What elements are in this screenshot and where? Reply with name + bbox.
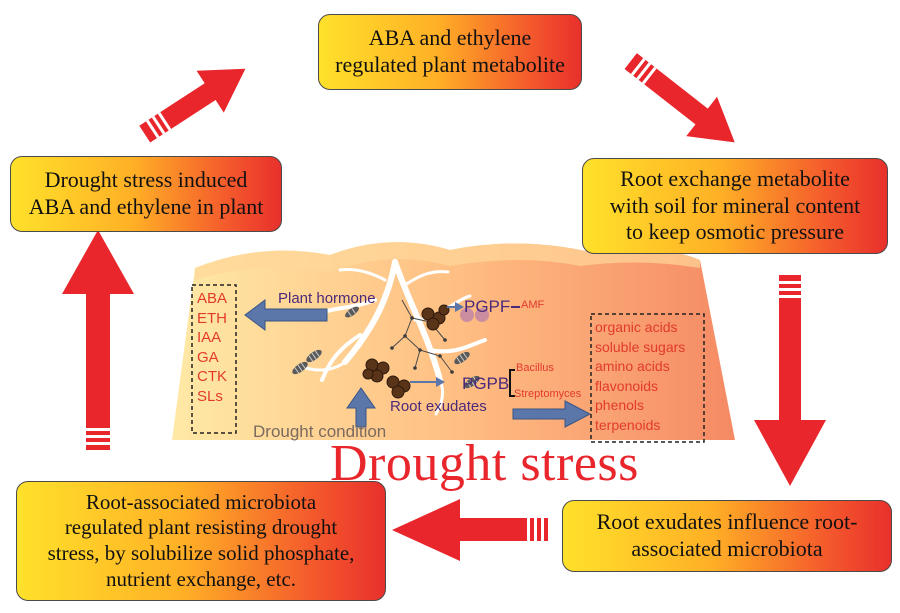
hormone-item: SLs xyxy=(197,387,223,405)
box-bottom-left-line-2: regulated plant resisting drought xyxy=(64,515,338,540)
blue-arrow-exudates xyxy=(512,400,592,428)
box-right-line-3: to keep osmotic pressure xyxy=(625,219,845,245)
box-right-line-1: Root exchange metabolite xyxy=(620,165,850,191)
soil-block xyxy=(172,242,735,440)
exudate-item: terpenoids xyxy=(595,416,661,433)
hormone-item: CTK xyxy=(197,368,227,385)
box-root-exudates-influence: Root exudates influence root-associated … xyxy=(562,500,892,572)
box-top-line-2: regulated plant metabolite xyxy=(335,52,565,77)
red-arrow-left xyxy=(392,499,548,561)
drought-stress-title: Drought stress xyxy=(330,435,639,492)
exudate-item: organic acids xyxy=(595,319,678,335)
label-amf: AMF xyxy=(521,299,545,311)
box-top-line-1: ABA and ethylene xyxy=(368,25,532,51)
red-arrow-down-right xyxy=(624,53,735,143)
box-bottom-right-line-1: Root exudates influence root- xyxy=(596,509,858,535)
label-root-exudates: Root exudates xyxy=(390,398,487,415)
exudate-list-frame xyxy=(590,313,705,443)
hormone-list-frame xyxy=(191,284,237,434)
box-left-line-1: Drought stress induced xyxy=(44,167,248,193)
red-arrow-down xyxy=(754,275,826,486)
blue-arrow-hormone xyxy=(244,299,328,331)
blue-arrow-pgpf xyxy=(447,302,464,312)
box-bottom-right-line-2: associated microbiota xyxy=(631,536,823,561)
box-bottom-left-line-4: nutrient exchange, etc. xyxy=(105,566,297,591)
bacteria-rods xyxy=(292,306,480,389)
hormone-item: ETH xyxy=(197,309,227,327)
label-bacillus: Bacillus xyxy=(516,362,554,374)
label-plant-hormone: Plant hormone xyxy=(278,290,376,307)
microbe-cluster-top xyxy=(421,304,450,331)
label-pgpb: PGPB xyxy=(462,374,510,393)
hormone-item: IAA xyxy=(197,329,222,346)
blue-arrow-drought xyxy=(346,387,376,428)
blue-arrow-small xyxy=(410,377,445,387)
label-streptomyces: Streptomyces xyxy=(514,388,582,400)
hormone-item: GA xyxy=(197,348,219,366)
label-pgpf: PGPF xyxy=(464,297,511,316)
exudate-item: soluble sugars xyxy=(595,338,686,355)
exudate-item: phenols xyxy=(595,397,645,413)
label-drought-condition: Drought condition xyxy=(253,422,387,441)
box-bottom-left-line-1: Root-associated microbiota xyxy=(85,489,317,514)
amf-spores xyxy=(460,308,489,322)
red-arrow-up-left xyxy=(139,68,246,143)
box-right-line-2: with soil for mineral content xyxy=(609,192,861,218)
pgpb-bracket xyxy=(509,369,515,397)
exudate-item: flavonoids xyxy=(595,377,659,394)
hormone-item: ABA xyxy=(197,290,228,307)
box-bottom-left-line-3: stress, by solubilize solid phosphate, xyxy=(47,541,355,565)
red-arrow-up xyxy=(62,230,134,450)
microbe-cluster-bottom xyxy=(386,375,411,399)
box-left-line-2: ABA and ethylene in plant xyxy=(28,194,264,219)
microbe-cluster-middle xyxy=(362,358,390,383)
exudate-list: organic acids soluble sugars amino acids… xyxy=(595,318,685,435)
hormone-list: ABA ETH IAA GA CTK SLs xyxy=(197,289,227,406)
exudate-item: amino acids xyxy=(595,358,670,374)
